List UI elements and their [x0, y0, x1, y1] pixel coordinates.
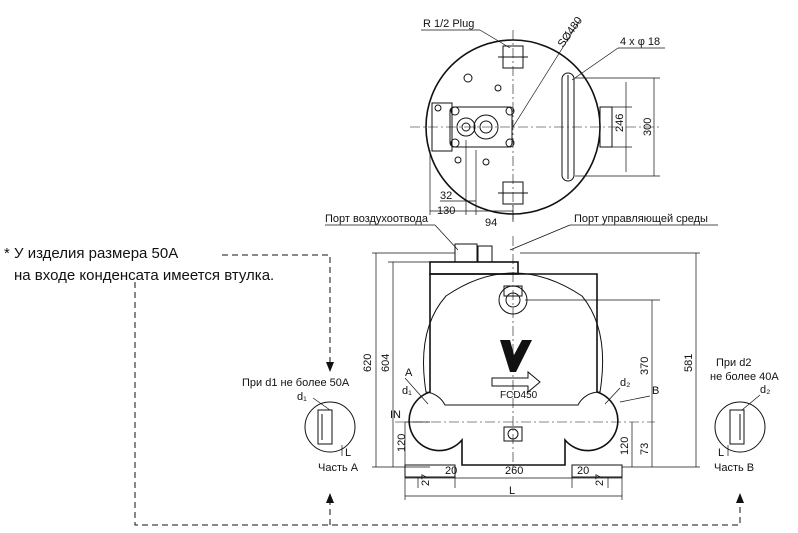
label-d2: d₂ [620, 377, 630, 389]
dim-120-right: 120 [619, 437, 631, 455]
dim-130: 130 [437, 205, 455, 217]
sphere-label: SØ480 [556, 15, 585, 50]
dim-94: 94 [485, 217, 497, 229]
plug-label: R 1/2 Plug [423, 18, 474, 30]
dim-73: 73 [639, 443, 651, 455]
body-mark: FCD450 [500, 390, 538, 401]
label-d1: d₁ [402, 385, 412, 397]
label-A: A [405, 367, 413, 379]
note-line-2: на входе конденсата имеется втулка. [14, 267, 274, 284]
dim-604: 604 [380, 354, 392, 372]
note-arrow-a2 [326, 493, 334, 503]
detail-b-condition-line-1: При d2 [716, 357, 751, 369]
detail-b [714, 394, 766, 456]
dim-370: 370 [639, 357, 651, 375]
dim-300: 300 [642, 118, 654, 136]
note-arrow-b [736, 493, 744, 503]
dim-27-right: 27 [594, 474, 606, 486]
air-vent-port-label: Порт воздухоотвода [325, 213, 429, 225]
front-view [395, 236, 655, 478]
dim-246: 246 [614, 114, 626, 132]
holes-label: 4 x φ 18 [620, 36, 660, 48]
detail-b-d-label: d₂ [760, 384, 770, 396]
front-dimensions [372, 252, 700, 500]
detail-a-caption: Часть A [318, 462, 359, 474]
note-leader-lines [134, 254, 741, 526]
detail-a-l-label: L [345, 447, 351, 459]
dim-L: L [509, 485, 515, 497]
note-arrow-a [326, 362, 334, 372]
dim-20-left: 20 [445, 465, 457, 477]
note-line-1: * У изделия размера 50А [4, 245, 178, 262]
dim-20-right: 20 [577, 465, 589, 477]
detail-b-l-label: L [718, 447, 724, 459]
dim-620: 620 [362, 354, 374, 372]
dim-27-left: 27 [420, 474, 432, 486]
control-port-label: Порт управляющей среды [574, 213, 708, 225]
detail-a [304, 397, 356, 456]
dim-260: 260 [505, 465, 523, 477]
detail-a-condition: При d1 не более 50А [242, 377, 350, 389]
dim-32: 32 [440, 190, 452, 202]
dim-120-left: 120 [396, 434, 408, 452]
label-IN: IN [390, 409, 401, 421]
detail-b-caption: Часть B [714, 462, 754, 474]
label-B: B [652, 385, 659, 397]
detail-b-condition-line-2: не более 40А [710, 371, 779, 383]
detail-a-d-label: d₁ [297, 391, 307, 403]
dim-581: 581 [683, 354, 695, 372]
